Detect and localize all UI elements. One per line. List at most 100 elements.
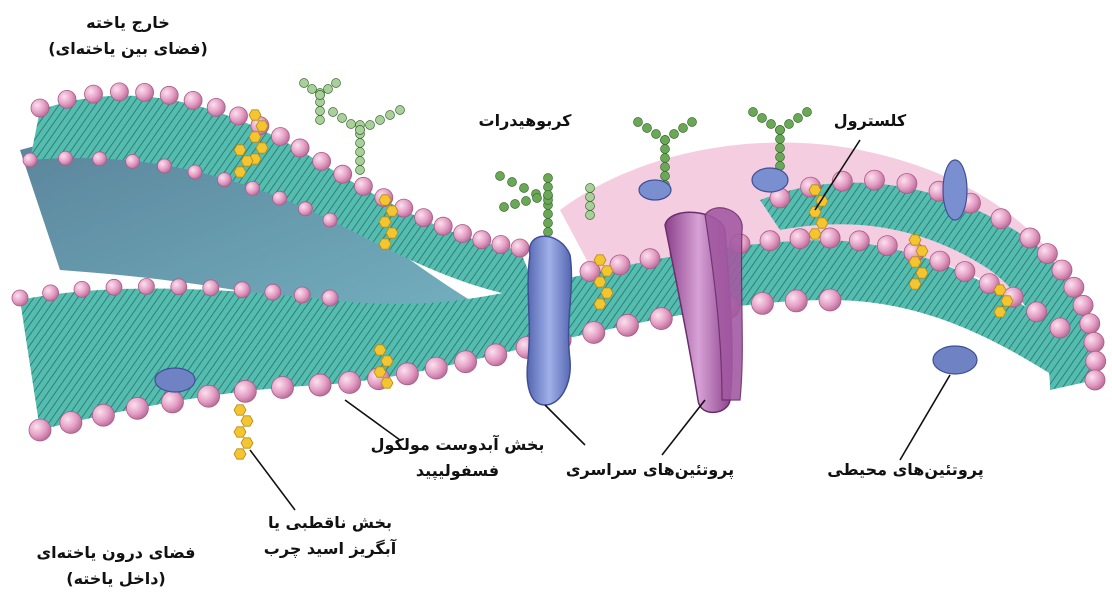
sugar-unit (329, 108, 338, 117)
sugar-unit (544, 210, 553, 219)
cholesterol-ring (1001, 296, 1013, 306)
cholesterol-ring (816, 218, 828, 228)
phospholipid-head (434, 217, 452, 235)
sugar-unit (386, 111, 395, 120)
sugar-unit (544, 191, 553, 200)
phospholipid-head (138, 279, 154, 295)
sugar-unit (308, 85, 317, 94)
phospholipid-head (313, 152, 331, 170)
label-carbohydrates-text: کربوهیدرات (455, 108, 595, 134)
sugar-unit (300, 79, 309, 88)
sugar-unit (688, 118, 697, 127)
cholesterol-ring (594, 277, 606, 287)
sugar-unit (634, 118, 643, 127)
leader-hydrophobic (250, 450, 295, 510)
phospholipid-head (1037, 244, 1057, 264)
phospholipid-head (207, 98, 225, 116)
phospholipid-head (930, 251, 950, 271)
sugar-unit (500, 203, 509, 212)
phospholipid-head (12, 290, 28, 306)
phospholipid-head (1027, 302, 1047, 322)
phospholipid-head (93, 152, 107, 166)
cholesterol-ring (234, 145, 246, 155)
label-hydrophobic-tail-line2: آبگریز اسید چرب (240, 536, 420, 562)
leader-integral (662, 400, 705, 455)
phospholipid-head (188, 165, 202, 179)
cholesterol-ring (809, 207, 821, 217)
sugar-unit (776, 126, 785, 135)
phospholipid-head (849, 231, 869, 251)
label-outside-cell-line2: (فضای بین یاخته‌ای) (8, 36, 248, 62)
phospholipid-head (897, 174, 917, 194)
sugar-unit (356, 139, 365, 148)
sugar-unit (661, 163, 670, 172)
cholesterol-ring (594, 299, 606, 309)
cholesterol-ring (374, 345, 386, 355)
label-hydrophobic-tail-line1: بخش ناقطبی یا (240, 510, 420, 536)
label-peripheral-proteins: پروتئین‌های محیطی (808, 457, 1003, 483)
sugar-unit (785, 120, 794, 129)
label-outside-cell-line1: خارج یاخته (8, 10, 248, 36)
sugar-unit (670, 130, 679, 139)
phospholipid-head (1084, 332, 1104, 352)
phospholipid-head (23, 153, 37, 167)
phospholipid-head (1080, 314, 1100, 334)
phospholipid-head (271, 128, 289, 146)
phospholipid-head (610, 255, 630, 275)
cholesterol-ring (916, 268, 928, 278)
cholesterol-ring (379, 195, 391, 205)
phospholipid-head (865, 170, 885, 190)
phospholipid-head (832, 171, 852, 191)
phospholipid-head (43, 285, 59, 301)
phospholipid-head (455, 351, 477, 373)
phospholipid-head (298, 202, 312, 216)
phospholipid-head (425, 357, 447, 379)
cholesterol-ring (249, 110, 261, 120)
label-cholesterol-text: کلسترول (810, 108, 930, 134)
phospholipid-head (819, 289, 841, 311)
phospholipid-head (217, 173, 231, 187)
phospholipid-head (415, 209, 433, 227)
cholesterol-ring (809, 229, 821, 239)
cholesterol-ring (379, 217, 391, 227)
label-hydrophilic-head-line2: فسفولیپید (355, 458, 560, 484)
phospholipid-head (203, 280, 219, 296)
phospholipid-head (511, 239, 529, 257)
phospholipid-head (272, 377, 294, 399)
cholesterol-ring (601, 288, 613, 298)
cholesterol-ring (909, 257, 921, 267)
phospholipid-head (246, 181, 260, 195)
sugar-unit (586, 211, 595, 220)
sugar-unit (661, 154, 670, 163)
sugar-unit (586, 184, 595, 193)
phospholipid-head (110, 83, 128, 101)
sugar-unit (776, 135, 785, 144)
cholesterol-ring (234, 167, 246, 177)
phospholipid-head (230, 107, 248, 125)
phospholipid-head (160, 86, 178, 104)
phospholipid-head (640, 249, 660, 269)
phospholipid-head (492, 236, 510, 254)
phospholipid-head (395, 199, 413, 217)
label-hydrophilic-head: بخش آبدوست مولکول فسفولیپید (355, 432, 560, 484)
phospholipid-head (1050, 318, 1070, 338)
sugar-unit (544, 174, 553, 183)
sugar-unit (544, 219, 553, 228)
phospholipid-head (820, 228, 840, 248)
sugar-unit (347, 120, 356, 129)
phospholipid-head (85, 85, 103, 103)
cholesterol-ring (994, 307, 1006, 317)
cholesterol-ring (909, 235, 921, 245)
phospholipid-head (184, 91, 202, 109)
sugar-unit (508, 178, 517, 187)
sugar-unit (520, 184, 529, 193)
phospholipid-head (650, 308, 672, 330)
label-cholesterol: کلسترول (810, 108, 930, 134)
sugar-unit (544, 228, 553, 237)
cholesterol-ring (994, 285, 1006, 295)
cholesterol-ring (379, 239, 391, 249)
phospholipid-head (334, 165, 352, 183)
phospholipid-head (339, 372, 361, 394)
phospholipid-head (396, 363, 418, 385)
